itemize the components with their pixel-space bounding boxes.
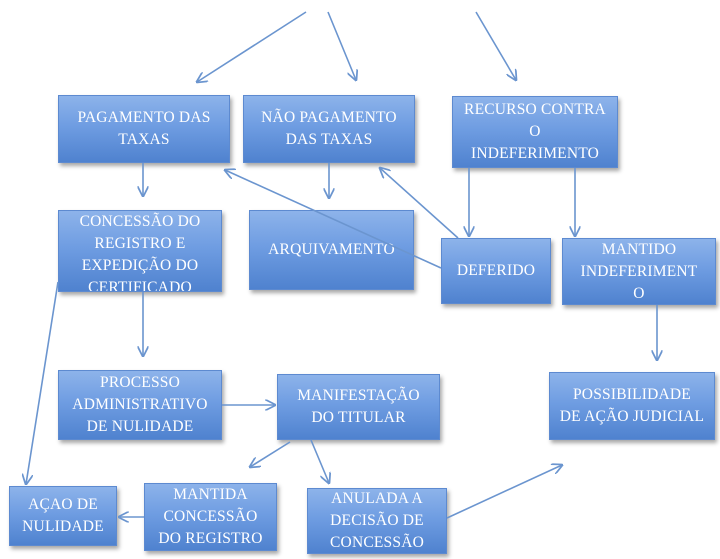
arrow-concessao-to-acao-nulidade bbox=[26, 281, 59, 484]
node-deferido: DEFERIDO bbox=[441, 238, 551, 304]
node-manifestacao-do-titular: MANIFESTAÇÃO DO TITULAR bbox=[277, 374, 440, 440]
arrow-anulada-to-possibilidade bbox=[446, 465, 562, 519]
node-recurso-contra-o-indeferimento: RECURSO CONTRA O INDEFERIMENTO bbox=[452, 96, 618, 168]
node-arquivamento: ARQUIVAMENTO bbox=[249, 210, 414, 290]
node-possibilidade-acao-judicial: POSSIBILIDADE DE AÇÃO JUDICIAL bbox=[549, 372, 715, 440]
arrow-to-nao-pagamento bbox=[327, 11, 356, 80]
arrow-to-recurso bbox=[475, 11, 516, 80]
node-mantida-concessao: MANTIDA CONCESSÃO DO REGISTRO bbox=[144, 483, 277, 551]
node-nao-pagamento-das-taxas: NÃO PAGAMENTO DAS TAXAS bbox=[243, 95, 415, 163]
node-mantido-indeferimento: MANTIDO INDEFERIMENT O bbox=[562, 238, 716, 305]
node-anulada-a-decisao: ANULADA A DECISÃO DE CONCESSÃO bbox=[307, 488, 447, 554]
node-pagamento-das-taxas: PAGAMENTO DAS TAXAS bbox=[58, 95, 230, 163]
node-acao-de-nulidade: AÇAO DE NULIDADE bbox=[9, 486, 117, 546]
arrow-manifestacao-to-anulada bbox=[310, 439, 329, 483]
node-processo-administrativo: PROCESSO ADMINISTRATIVO DE NULIDADE bbox=[58, 370, 222, 440]
node-concessao-do-registro: CONCESSÃO DO REGISTRO E EXPEDIÇÃO DO CER… bbox=[58, 210, 222, 292]
arrow-manifestacao-to-mantida bbox=[250, 441, 291, 467]
arrow-to-pagamento bbox=[197, 11, 307, 82]
